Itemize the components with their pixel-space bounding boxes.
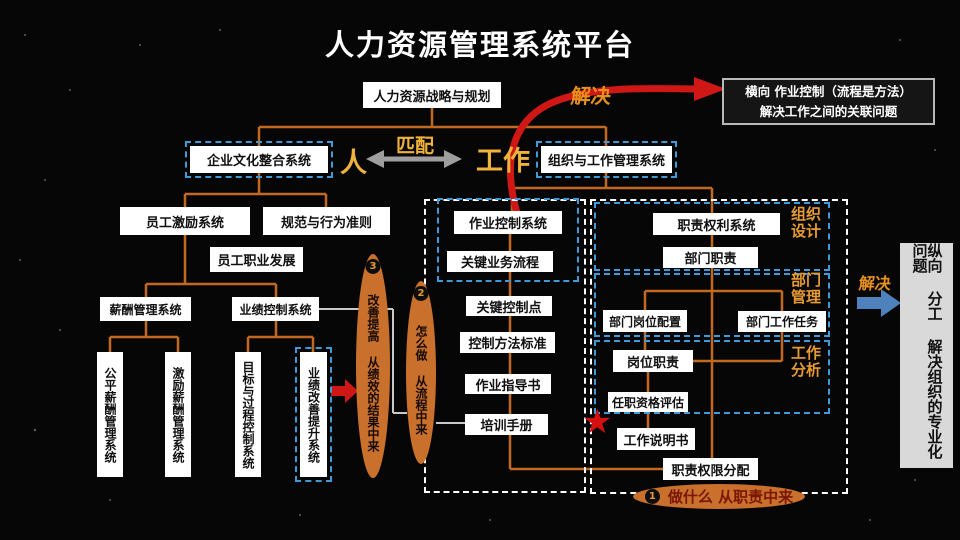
match-double-arrow-icon [366, 150, 462, 168]
op-control-region [437, 198, 579, 282]
perf-improve-box: 业绩改善提升系统 [295, 347, 332, 482]
solve-right-label: 解决 [857, 274, 892, 293]
perf-control-box: 业绩控制系统 [232, 297, 319, 321]
job-description-box: 工作说明书 [617, 428, 695, 450]
dept-mgmt-section-label: 部门管理 [790, 271, 821, 307]
work-analysis-region [594, 340, 830, 414]
org-design-section-label: 组织设计 [790, 205, 821, 241]
improve-note-text: 改善提高 从绩效的结果中来 [366, 294, 380, 452]
star-icon: ★ [582, 402, 613, 442]
training-manual-box: 培训手册 [465, 414, 548, 435]
vertical-division-note-panel: 纵向 分工 解决组织的专业化问题 [900, 243, 953, 468]
dept-duty-box: 部门职责 [663, 247, 758, 268]
how-note-ellipse: 2 怎么做 从流程中来 [406, 281, 436, 464]
duty-right-system-box: 职责权利系统 [653, 213, 780, 235]
improve-note-ellipse: 3 改善提高 从绩效的结果中来 [356, 254, 390, 478]
salary-system-box: 薪酬管理系统 [100, 297, 191, 321]
how-note-text: 怎么做 从流程中来 [414, 324, 428, 435]
dept-task-box: 部门工作任务 [738, 311, 826, 332]
org-work-system-box: 组织与工作管理系统 [536, 141, 677, 178]
control-method-box: 控制方法标准 [460, 332, 555, 353]
norms-behavior-box: 规范与行为准则 [263, 207, 390, 235]
key-process-box: 关键业务流程 [447, 251, 553, 272]
duty-assign-box: 职责权限分配 [663, 458, 758, 480]
person-label: 人 [340, 148, 367, 179]
op-control-system-box: 作业控制系统 [454, 211, 562, 234]
page-title: 人力资源管理系统平台 [324, 28, 635, 62]
horizontal-control-note-line1: 横向 作业控制（流程是方法） [745, 84, 912, 100]
hr-strategy-box: 人力资源战略与规划 [363, 82, 501, 108]
how-note-number-badge: 2 [413, 286, 429, 301]
what-note-ellipse: 1 做什么 从职责中来 [633, 484, 805, 509]
what-note-number-badge: 1 [644, 489, 660, 504]
dept-mgmt-region [594, 273, 830, 337]
work-analysis-section-label: 工作分析 [790, 344, 821, 380]
qualification-eval-box: 任职资格评估 [608, 392, 688, 412]
match-label: 匹配 [396, 135, 435, 157]
post-duty-box: 岗位职责 [613, 350, 693, 372]
improve-note-number-badge: 3 [365, 259, 381, 274]
career-dev-box: 员工职业发展 [210, 247, 303, 272]
solve-top-label: 解决 [569, 84, 613, 108]
incentive-salary-box: 激励薪酬管理系统 [165, 352, 191, 477]
org-design-region [594, 202, 830, 271]
fair-salary-box: 公平薪酬管理系统 [97, 352, 123, 477]
key-control-point-box: 关键控制点 [466, 296, 552, 316]
work-label: 工作 [476, 146, 530, 177]
solve-blue-arrow-icon [857, 289, 901, 317]
culture-system-box: 企业文化整合系统 [185, 141, 333, 178]
solve-curve-arrow-icon [507, 77, 726, 214]
employee-incentive-box: 员工激励系统 [120, 207, 250, 235]
dept-post-config-box: 部门岗位配置 [603, 310, 687, 332]
starfield-dots [19, 29, 936, 521]
target-process-control-box: 目标与过程控制系统 [235, 352, 261, 477]
work-guide-box: 作业指导书 [465, 374, 551, 394]
what-note-text: 做什么 从职责中来 [667, 488, 794, 506]
horizontal-control-note-line2: 解决工作之间的关联问题 [759, 103, 898, 119]
improve-red-arrow-icon [331, 379, 358, 403]
horizontal-control-note-box: 横向 作业控制（流程是方法） 解决工作之间的关联问题 [722, 78, 935, 125]
